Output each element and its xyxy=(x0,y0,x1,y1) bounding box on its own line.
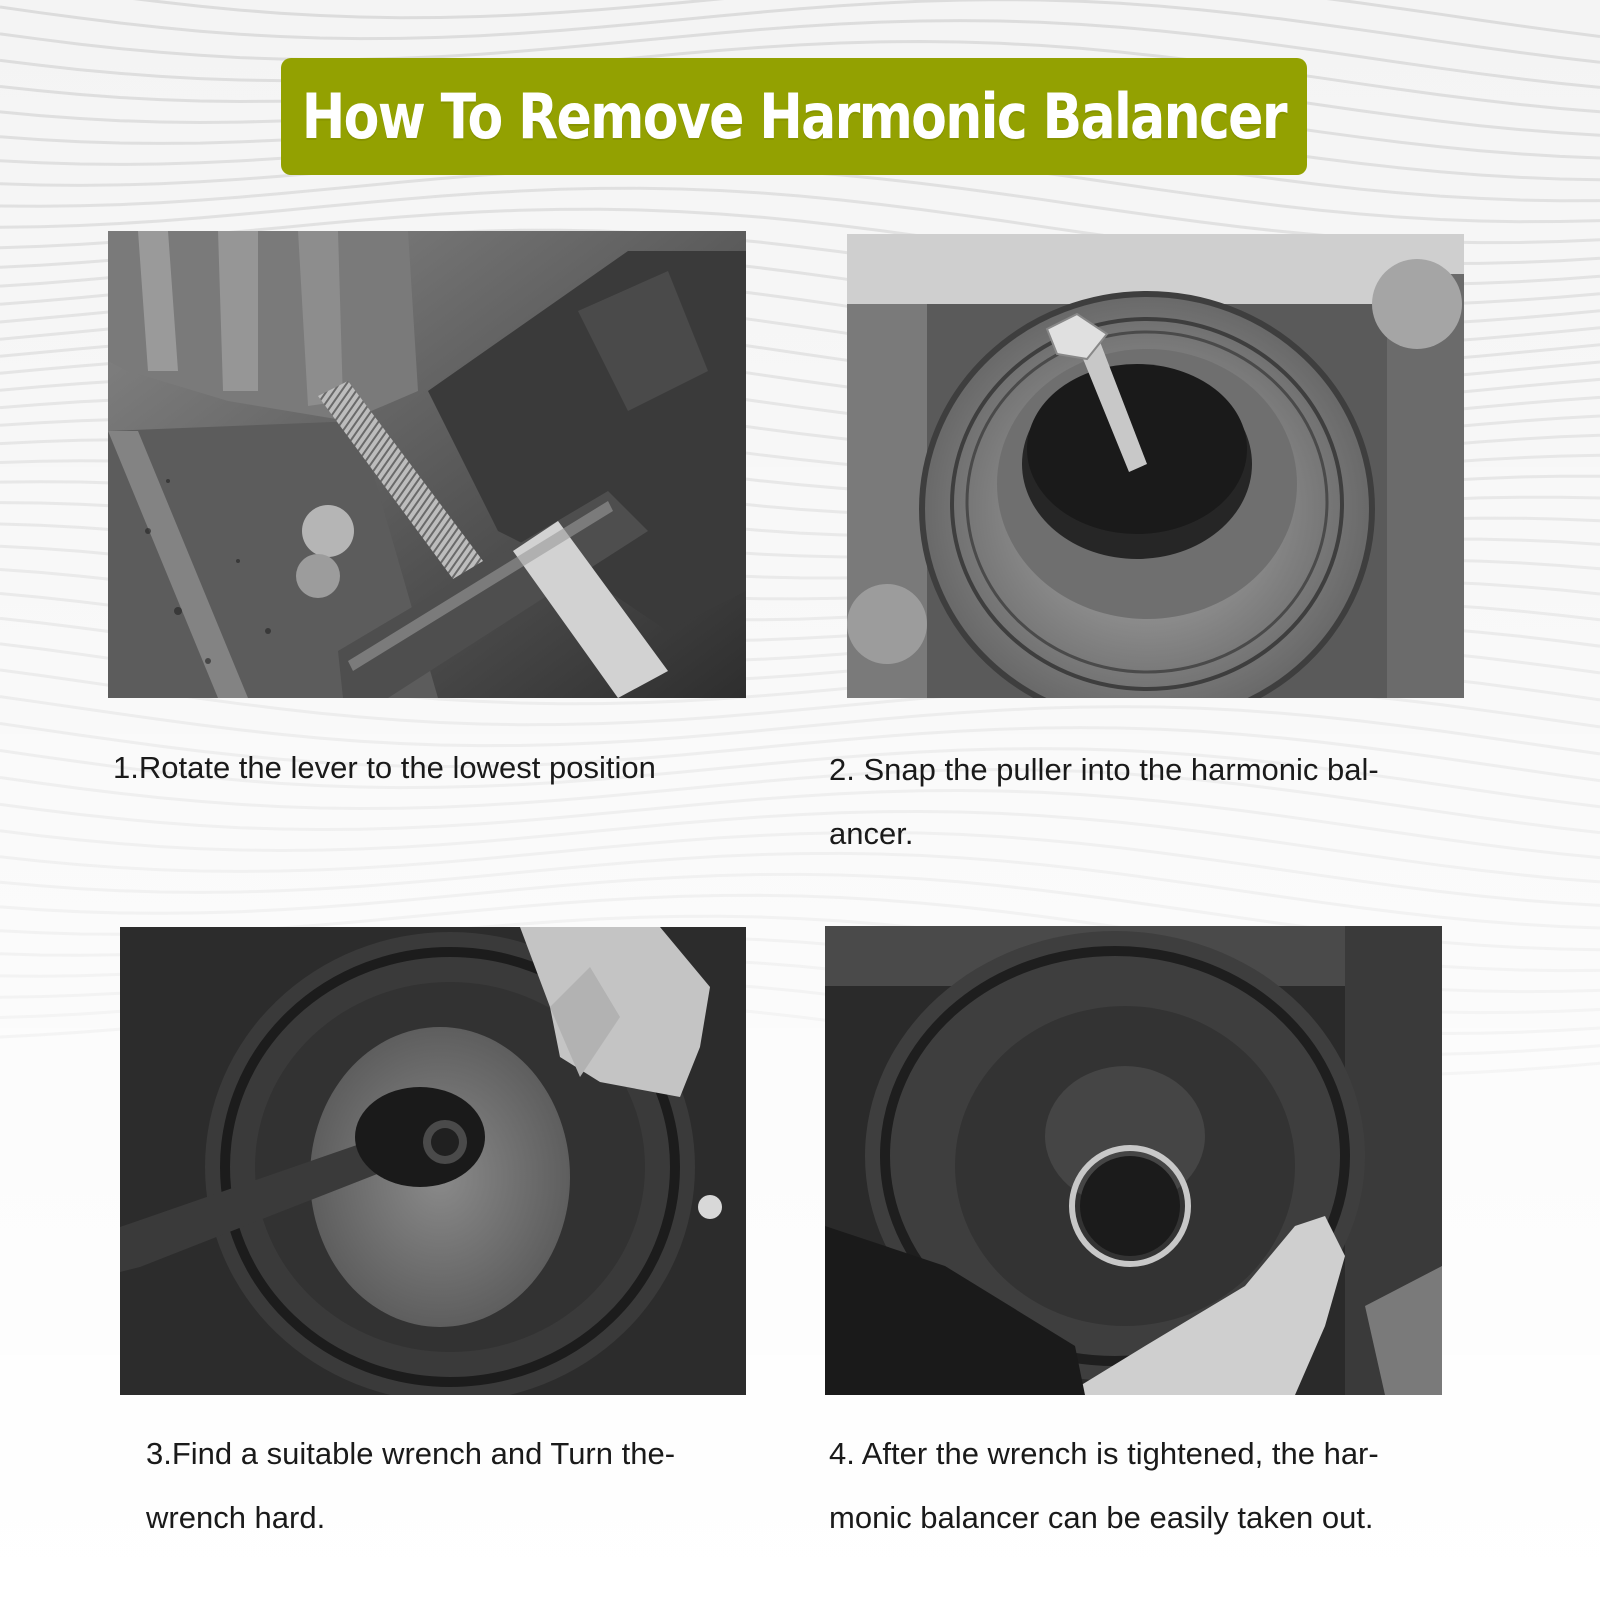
title-banner: How To Remove Harmonic Balancer xyxy=(281,58,1307,175)
step-2-photo xyxy=(847,234,1464,698)
page-title: How To Remove Harmonic Balancer xyxy=(301,80,1288,153)
caption-line: 1.Rotate the lever to the lowest positio… xyxy=(113,750,656,785)
step-4-caption: 4. After the wrench is tightened, the ha… xyxy=(829,1422,1469,1550)
step-2-caption: 2. Snap the puller into the harmonic bal… xyxy=(829,738,1469,866)
step-4-photo xyxy=(825,926,1442,1395)
caption-line: monic balancer can be easily taken out. xyxy=(829,1500,1374,1535)
caption-line: 3.Find a suitable wrench and Turn the- xyxy=(146,1436,676,1471)
step-3-photo xyxy=(120,927,746,1395)
step-1-photo xyxy=(108,231,746,698)
caption-line: 2. Snap the puller into the harmonic bal… xyxy=(829,752,1379,787)
caption-line: ancer. xyxy=(829,816,914,851)
step-3-caption: 3.Find a suitable wrench and Turn the- w… xyxy=(146,1422,766,1550)
step-1-caption: 1.Rotate the lever to the lowest positio… xyxy=(113,736,773,800)
caption-line: 4. After the wrench is tightened, the ha… xyxy=(829,1436,1379,1471)
caption-line: wrench hard. xyxy=(146,1500,326,1535)
